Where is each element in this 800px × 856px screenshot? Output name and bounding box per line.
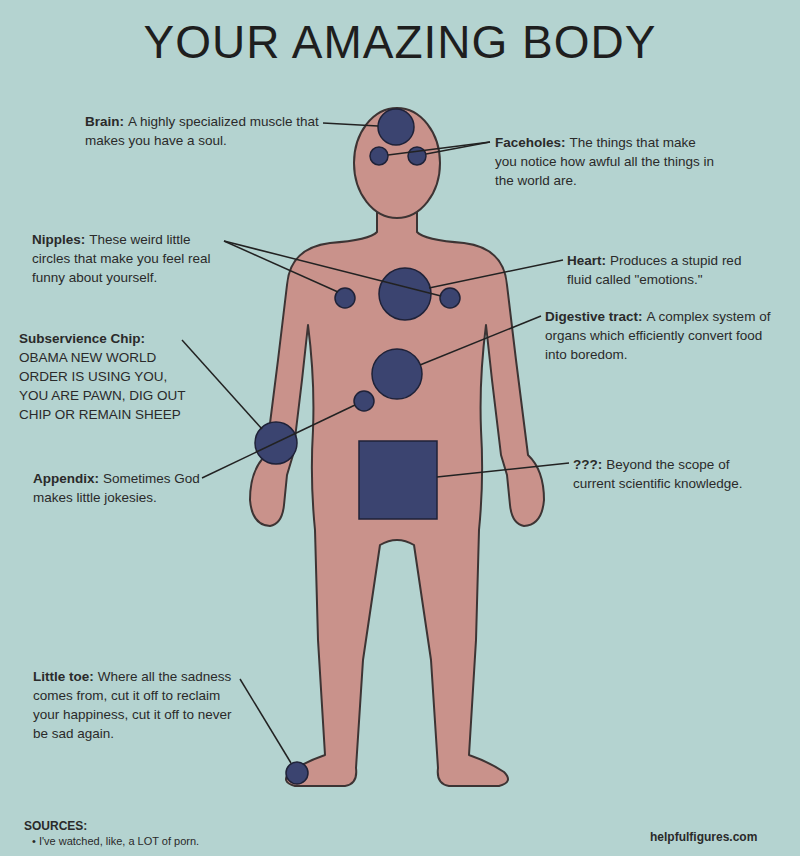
digestive-dot [372,349,422,399]
leader-line [323,123,378,126]
censor-box [359,441,437,519]
callout-label: Nipples:These weird little circles that … [32,230,227,287]
appendix-dot [354,391,374,411]
label-heading: ???: [573,457,602,472]
label-heading: Brain: [85,114,124,129]
label-heading: Faceholes: [495,135,566,150]
leader-line [429,260,563,288]
label-heading: Digestive tract: [545,309,643,324]
label-heading: Subservience Chip: [19,329,189,348]
callout-label: Little toe:Where all the sadness comes f… [33,667,233,743]
facehole-dot [370,147,388,165]
toe-dot [286,762,308,784]
label-heading: Little toe: [33,669,94,684]
label-text: OBAMA NEW WORLD ORDER IS USING YOU, YOU … [19,350,185,422]
leader-line [420,316,541,365]
callout-label: Subservience Chip: OBAMA NEW WORLD ORDER … [19,329,189,424]
label-heading: Heart: [567,253,606,268]
label-heading: Appendix: [33,471,99,486]
nipple-dot [335,288,355,308]
head-outline [354,108,440,218]
callout-label: Appendix:Sometimes God makes little joke… [33,469,208,507]
credit-label: helpfulfigures.com [650,830,760,844]
leader-line [224,241,338,292]
callout-label: Faceholes:The things that make you notic… [495,133,715,190]
leader-line [224,241,441,296]
page-title: YOUR AMAZING BODY [0,14,800,70]
nipple-dot [440,288,460,308]
facehole-dot [408,147,426,165]
leader-line [426,142,490,154]
leader-line [437,463,569,477]
label-heading: Nipples: [32,232,85,247]
label-text: • I've watched, like, a LOT of porn. [24,834,324,849]
leader-line [240,679,291,763]
label-heading: SOURCES: [24,819,324,834]
brain-dot [378,109,414,145]
leader-line [182,340,262,429]
label-text: helpfulfigures.com [650,830,757,844]
sources-note: SOURCES:• I've watched, like, a LOT of p… [24,819,324,849]
callout-label: Heart:Produces a stupid red fluid called… [567,251,757,289]
leader-line [388,142,490,155]
heart-dot [379,268,431,320]
leader-line [202,405,355,478]
callout-label: Digestive tract:A complex system of orga… [545,307,773,364]
body-outline [250,212,544,786]
callout-label: Brain:A highly specialized muscle that m… [85,112,325,150]
callout-label: ???:Beyond the scope of current scientif… [573,455,761,493]
